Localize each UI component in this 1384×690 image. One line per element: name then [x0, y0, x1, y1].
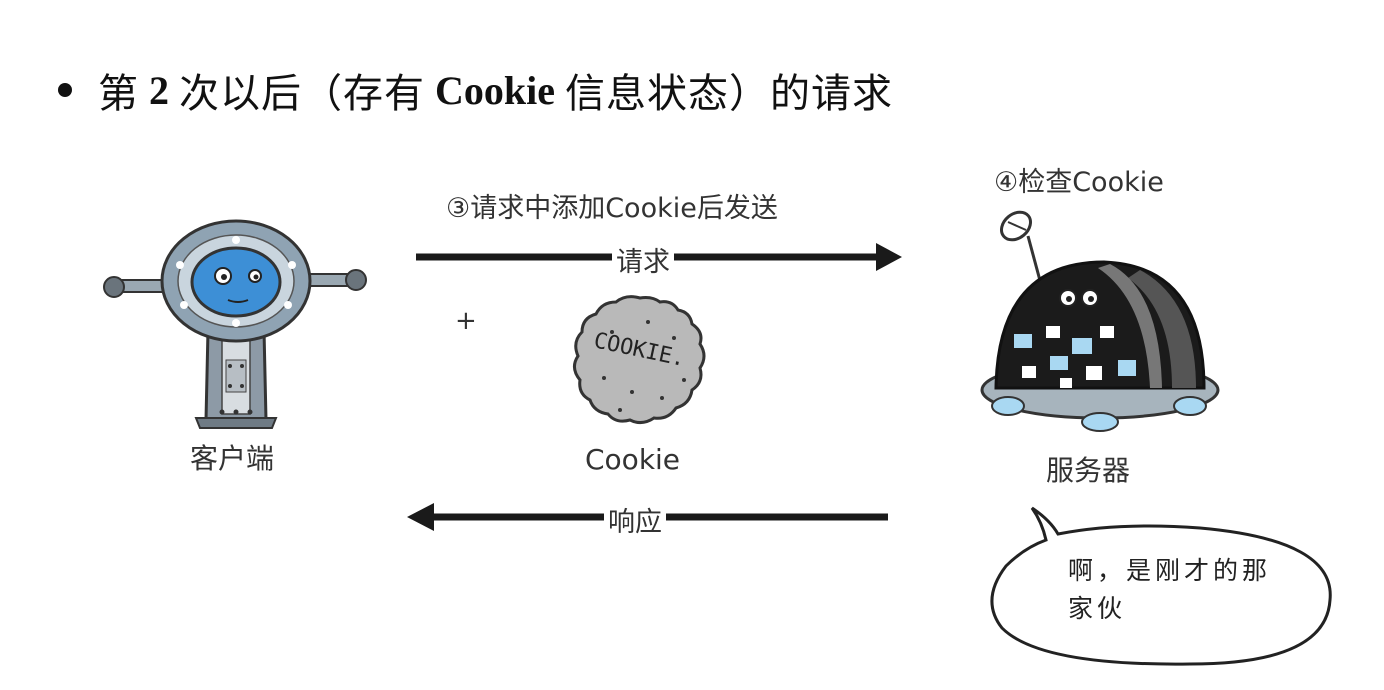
request-label: 请求	[612, 240, 674, 279]
client-robot-icon	[103, 219, 367, 429]
server-robot-icon	[980, 210, 1220, 432]
heading-number: 2	[149, 67, 169, 113]
heading-cookie-word: Cookie	[435, 67, 555, 113]
heading-part-2: 次以后（存有	[179, 71, 425, 117]
speech-bubble-text: 啊，是刚才的那家伙	[1068, 556, 1272, 623]
speech-bubble	[990, 506, 1332, 666]
page-heading: 第 2 次以后（存有 Cookie 信息状态）的请求	[58, 58, 893, 122]
cookie-icon: COOKIE.	[573, 295, 706, 425]
server-label: 服务器	[1046, 454, 1131, 487]
heading-part-1: 第	[98, 71, 139, 117]
step3-label: ③请求中添加Cookie后发送	[446, 193, 778, 224]
heading-part-3: 信息状态）的请求	[565, 71, 893, 117]
response-label: 响应	[604, 500, 666, 539]
client-label: 客户端	[190, 442, 275, 475]
cookie-label: Cookie	[585, 443, 681, 476]
plus-sign: +	[455, 306, 477, 336]
bullet-dot	[58, 83, 72, 97]
step4-label: ④检查Cookie	[994, 167, 1164, 198]
